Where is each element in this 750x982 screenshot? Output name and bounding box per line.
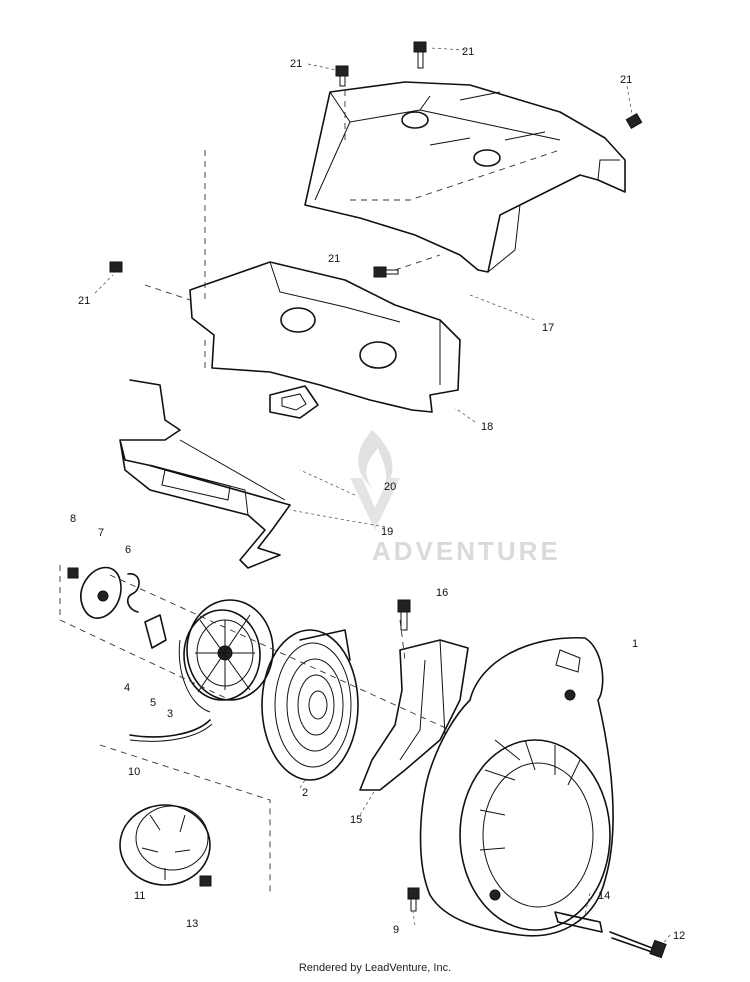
callout-19: 19 [381,526,393,538]
screw-icon [109,261,123,273]
callout-10: 10 [128,766,140,778]
callout-14: 14 [598,890,610,902]
part-21-screws [109,41,643,278]
screw-icon [335,65,349,87]
callout-11: 11 [134,890,145,902]
leader-lines [94,47,671,946]
callout-13: 13 [186,918,198,930]
part-17-top-shroud [304,81,626,273]
watermark-v-icon [350,478,400,530]
callout-5: 5 [150,697,156,709]
callout-18: 18 [481,421,493,433]
part-16-screw [397,599,411,631]
callout-16: 16 [436,587,448,599]
callout-17: 17 [542,322,554,334]
part-15-air-guide [359,639,469,791]
part-11-cup [119,804,211,886]
callout-8: 8 [70,513,76,525]
callout-21: 21 [78,295,90,307]
callout-21: 21 [462,46,474,58]
callout-3: 3 [167,708,173,720]
callout-20: 20 [384,481,396,493]
part-13-screw [199,875,212,887]
part-19-exhaust-bracket [119,379,291,569]
footer-credit: Rendered by LeadVenture, Inc. [298,962,452,974]
part-12-long-bolt [609,931,667,959]
callout-labels: 21 21 21 21 21 17 18 20 19 8 7 6 16 1 4 … [70,46,685,942]
part-14-strap [554,911,603,933]
callout-6: 6 [125,544,131,556]
leadventure-watermark: ADVENTURE [350,430,561,566]
watermark-text: ADVENTURE [372,536,561,566]
part-1-blower-housing [419,636,614,937]
callout-1: 1 [632,638,638,650]
part-10-starter-rope [129,719,213,742]
callout-21: 21 [290,58,302,70]
assembly-guide-lines [59,90,561,895]
callout-21: 21 [620,74,632,86]
part-8-nut [67,567,79,579]
callout-4: 4 [124,682,130,694]
part-7-cap [80,566,122,619]
part-2-recoil-spring [261,629,359,781]
part-18-middle-shroud [189,261,461,413]
screw-icon [413,41,427,69]
watermark-flame-icon [358,430,393,488]
callout-9: 9 [393,924,399,936]
part-20-gasket [269,385,319,419]
part-9-bolt [407,887,420,912]
callout-12: 12 [673,930,685,942]
callout-7: 7 [98,527,104,539]
callout-2: 2 [302,787,308,799]
part-3-reel-pulley [178,599,274,713]
screw-icon [625,112,643,130]
callout-15: 15 [350,814,362,826]
screw-icon [373,266,399,278]
part-6-spring-clip [126,573,167,649]
callout-21: 21 [328,253,340,265]
